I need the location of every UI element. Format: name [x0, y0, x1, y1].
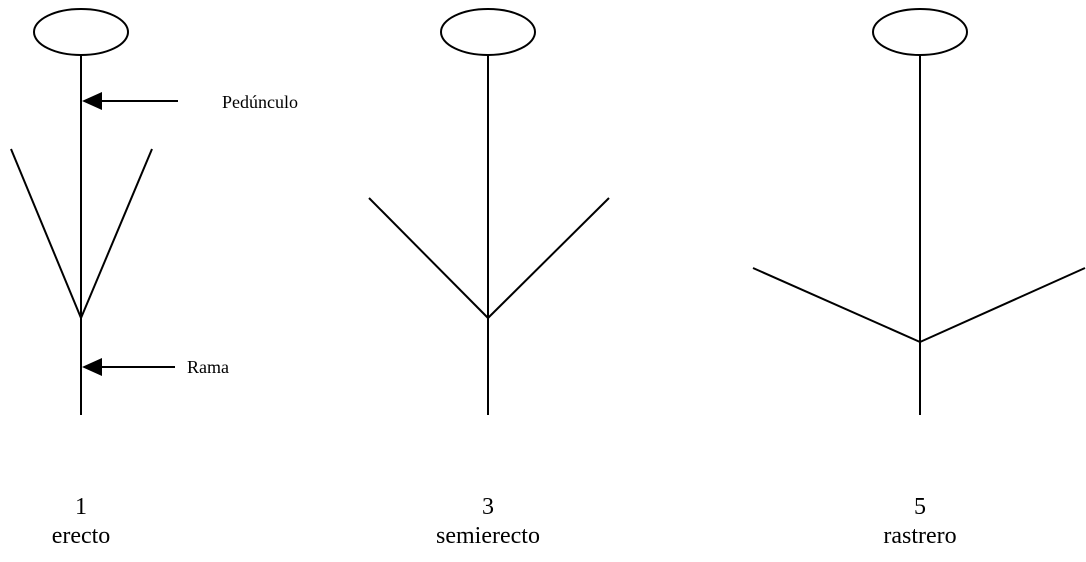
peduncle-arrowhead	[82, 92, 102, 110]
erect-name: erecto	[51, 523, 111, 549]
branch-arrowhead	[82, 358, 102, 376]
branch-label: Rama	[187, 357, 229, 377]
erect-pod-ellipse	[33, 8, 129, 56]
semierect-right-branch	[487, 197, 610, 319]
peduncle-callout: Pedúnculo	[82, 92, 298, 112]
semierect-code: 3	[482, 494, 494, 520]
caption-semierect: 3 semierecto	[388, 493, 588, 551]
prostrate-left-branch	[752, 267, 921, 343]
caption-prostrate: 5 rastrero	[820, 493, 1020, 551]
erect-code: 1	[75, 494, 87, 520]
prostrate-name: rastrero	[883, 523, 957, 549]
semierect-left-branch	[368, 197, 489, 319]
plant-erect	[10, 8, 153, 415]
plant-semierect	[368, 8, 610, 415]
semierect-pod-ellipse	[440, 8, 536, 56]
prostrate-pod-ellipse	[872, 8, 968, 56]
erect-left-branch	[10, 148, 82, 319]
peduncle-label: Pedúnculo	[222, 92, 298, 112]
branch-callout: Rama	[82, 357, 229, 377]
prostrate-right-branch	[919, 267, 1086, 343]
caption-erect: 1 erecto	[0, 493, 181, 551]
semierect-name: semierecto	[436, 523, 540, 549]
prostrate-code: 5	[914, 494, 926, 520]
plant-prostrate	[752, 8, 1086, 415]
erect-right-branch	[80, 148, 153, 319]
